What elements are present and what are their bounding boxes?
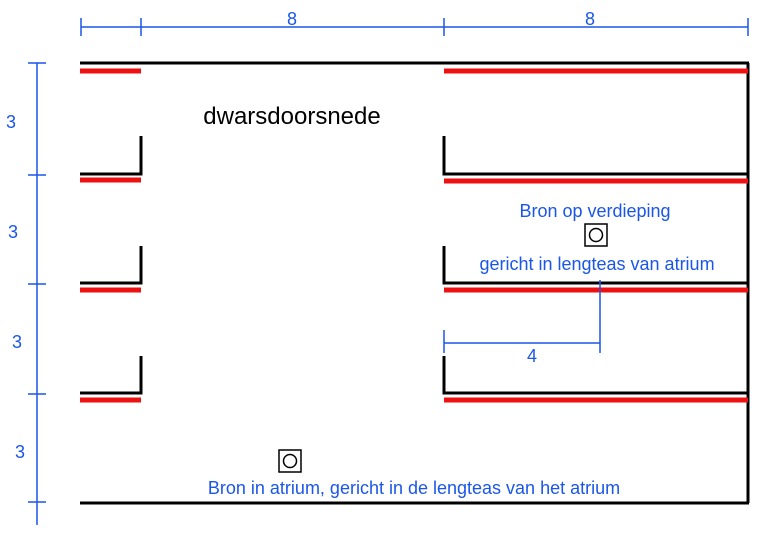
balustrade-right (442, 136, 748, 176)
balustrade-left (80, 246, 143, 285)
left-dimension: 3 3 3 3 (6, 62, 46, 525)
left-dimension-label: 3 (12, 332, 22, 352)
floor-slabs (80, 68, 748, 403)
floor-source-icon (588, 227, 604, 243)
top-dimension-label-left: 8 (287, 9, 297, 29)
top-dimension: 8 8 (80, 9, 749, 36)
left-dimension-label: 3 (15, 442, 25, 462)
left-dimension-label: 3 (6, 112, 16, 132)
offset-dimension-label: 4 (527, 346, 537, 366)
offset-dimension: 4 (443, 280, 601, 366)
floor-source-label: Bron op verdieping (519, 201, 670, 221)
atrium-source-icon (282, 453, 298, 469)
balustrade-left (80, 356, 143, 395)
balustrade-right (442, 356, 748, 395)
top-dimension-label-right: 8 (585, 9, 595, 29)
atrium-source-box (278, 449, 302, 473)
balustrade-right (442, 246, 748, 285)
left-dimension-label: 3 (8, 222, 18, 242)
diagram-title: dwarsdoorsnede (203, 103, 380, 130)
floor-source-direction: gericht in lengteas van atrium (479, 254, 714, 274)
atrium-source: Bron in atrium, gericht in de lengteas v… (208, 449, 620, 498)
floor-source-box (584, 223, 608, 247)
floor-source: Bron op verdieping gericht in lengteas v… (479, 201, 714, 274)
floor-edges (80, 136, 748, 395)
balustrade-left (80, 136, 143, 176)
atrium-source-label: Bron in atrium, gericht in de lengteas v… (208, 478, 620, 498)
